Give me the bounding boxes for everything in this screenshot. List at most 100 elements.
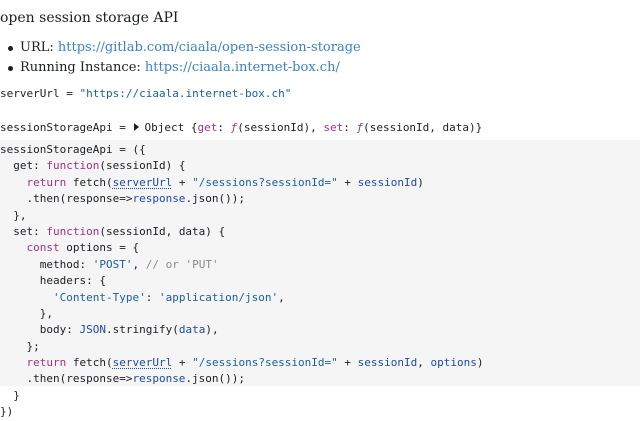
code-line: sessionStorageApi = ({: [0, 142, 640, 158]
code-text: :: [145, 290, 159, 304]
code-line: get: function(sessionId) {: [0, 158, 640, 174]
link-label: URL:: [20, 40, 58, 55]
variable-reference[interactable]: serverUrl: [112, 175, 173, 189]
link-label: Running Instance:: [20, 60, 145, 75]
identifier: sessionId: [357, 175, 418, 189]
keyword: function: [46, 159, 100, 173]
string-literal: "/sessions?sessionId=": [192, 356, 338, 370]
notebook-page: open session storage API URL: https://gi…: [0, 10, 640, 419]
code-line: };: [0, 339, 640, 355]
code-text: ,: [278, 290, 285, 304]
operator: +: [172, 356, 193, 370]
comment: // or 'PUT': [145, 257, 219, 271]
variable-name: serverUrl: [0, 87, 60, 100]
brace-open: {: [184, 121, 198, 134]
property-key-get: get: [197, 121, 218, 134]
code-text: };: [0, 339, 40, 353]
code-text: body:: [0, 323, 80, 337]
string-literal: "/sessions?sessionId=": [192, 175, 338, 189]
code-text: .json());: [185, 192, 246, 206]
code-line: headers: {: [0, 273, 640, 289]
code-line: set: function(sessionId, data) {: [0, 224, 640, 240]
code-line: },: [0, 208, 640, 224]
code-text: ,: [132, 257, 146, 271]
code-text: fetch(: [66, 175, 113, 189]
code-text: headers: {: [0, 274, 106, 288]
property-key-set: set: [323, 121, 344, 134]
inspector-output-cell[interactable]: sessionStorageApi = Object {get: ƒ(sessi…: [0, 120, 640, 136]
code-text: method:: [0, 257, 93, 271]
code-line: return fetch(serverUrl + "/sessions?sess…: [0, 355, 640, 371]
identifier: JSON: [79, 323, 106, 337]
code-text: }: [0, 388, 20, 402]
code-text: .stringify(: [105, 323, 179, 337]
code-text: ),: [205, 323, 219, 337]
gitlab-link[interactable]: https://gitlab.com/ciaala/open-session-s…: [57, 40, 361, 55]
code-text: (sessionId, data) {: [99, 224, 226, 238]
identifier: data: [178, 323, 206, 337]
serverurl-output-cell[interactable]: serverUrl = "https://ciaala.internet-box…: [0, 86, 640, 102]
function-args: (sessionId): [237, 121, 311, 134]
code-text: sessionStorageApi = ({: [0, 143, 146, 156]
code-line: }: [0, 388, 640, 404]
indent: [0, 241, 27, 254]
variable-reference[interactable]: serverUrl: [112, 356, 173, 370]
code-text: .then(response=>: [0, 192, 133, 206]
variable-name: sessionStorageApi: [0, 121, 113, 134]
function-icon: ƒ: [230, 121, 238, 134]
operator: +: [172, 175, 193, 189]
code-line: const options = {: [0, 240, 640, 256]
code-text: ): [417, 175, 424, 189]
identifier: response: [132, 372, 186, 386]
assign-op: =: [112, 121, 133, 134]
keyword: return: [26, 175, 67, 189]
keyword: return: [26, 356, 67, 370]
code-text: ): [476, 356, 484, 370]
code-text: .then(response=>: [0, 372, 133, 386]
code-text: ,: [417, 356, 431, 370]
code-line: return fetch(serverUrl + "/sessions?sess…: [0, 175, 640, 191]
operator: +: [337, 175, 358, 189]
object-type: Object: [144, 121, 185, 134]
assign-op: =: [59, 87, 80, 100]
expand-caret-icon[interactable]: [134, 123, 140, 131]
code-text: get:: [0, 159, 47, 173]
code-editor[interactable]: sessionStorageApi = ({ get: function(ses…: [0, 140, 640, 418]
keyword: function: [46, 224, 100, 238]
code-text: },: [0, 208, 27, 222]
instance-link[interactable]: https://ciaala.internet-box.ch/: [144, 60, 340, 75]
code-text: }): [0, 405, 14, 419]
colon: :: [217, 121, 231, 134]
identifier: sessionId: [357, 356, 418, 370]
code-line: 'Content-Type': 'application/json',: [0, 290, 640, 306]
string-literal: 'application/json': [158, 290, 279, 304]
code-line: body: JSON.stringify(data),: [0, 322, 640, 338]
function-icon: ƒ: [356, 121, 364, 134]
string-value: "https://ciaala.internet-box.ch": [79, 87, 292, 100]
code-text: .json());: [185, 372, 246, 386]
string-literal: 'POST': [92, 257, 133, 271]
indent: [0, 356, 27, 369]
page-title: open session storage API: [0, 10, 179, 26]
operator: +: [337, 356, 358, 370]
identifier: response: [132, 192, 186, 206]
code-line: },: [0, 306, 640, 322]
code-line: method: 'POST', // or 'PUT': [0, 257, 640, 273]
indent: [0, 176, 27, 189]
code-text: (sessionId) {: [99, 159, 186, 173]
links-list: URL: https://gitlab.com/ciaala/open-sess…: [0, 38, 361, 78]
list-item-instance: Running Instance: https://ciaala.interne…: [8, 58, 361, 78]
list-item-url: URL: https://gitlab.com/ciaala/open-sess…: [8, 38, 361, 58]
code-line: }): [0, 404, 640, 420]
code-line: .then(response=>response.json());: [0, 371, 640, 387]
code-text: },: [0, 306, 53, 320]
code-text: set:: [0, 224, 47, 238]
code-text: fetch(: [66, 356, 113, 370]
code-text: options = {: [59, 241, 140, 255]
brace-close: }: [475, 121, 483, 134]
identifier: options: [430, 356, 477, 370]
string-literal: 'Content-Type': [52, 290, 146, 304]
function-args: (sessionId, data): [363, 121, 476, 134]
keyword: const: [26, 241, 60, 255]
colon: :: [343, 121, 357, 134]
